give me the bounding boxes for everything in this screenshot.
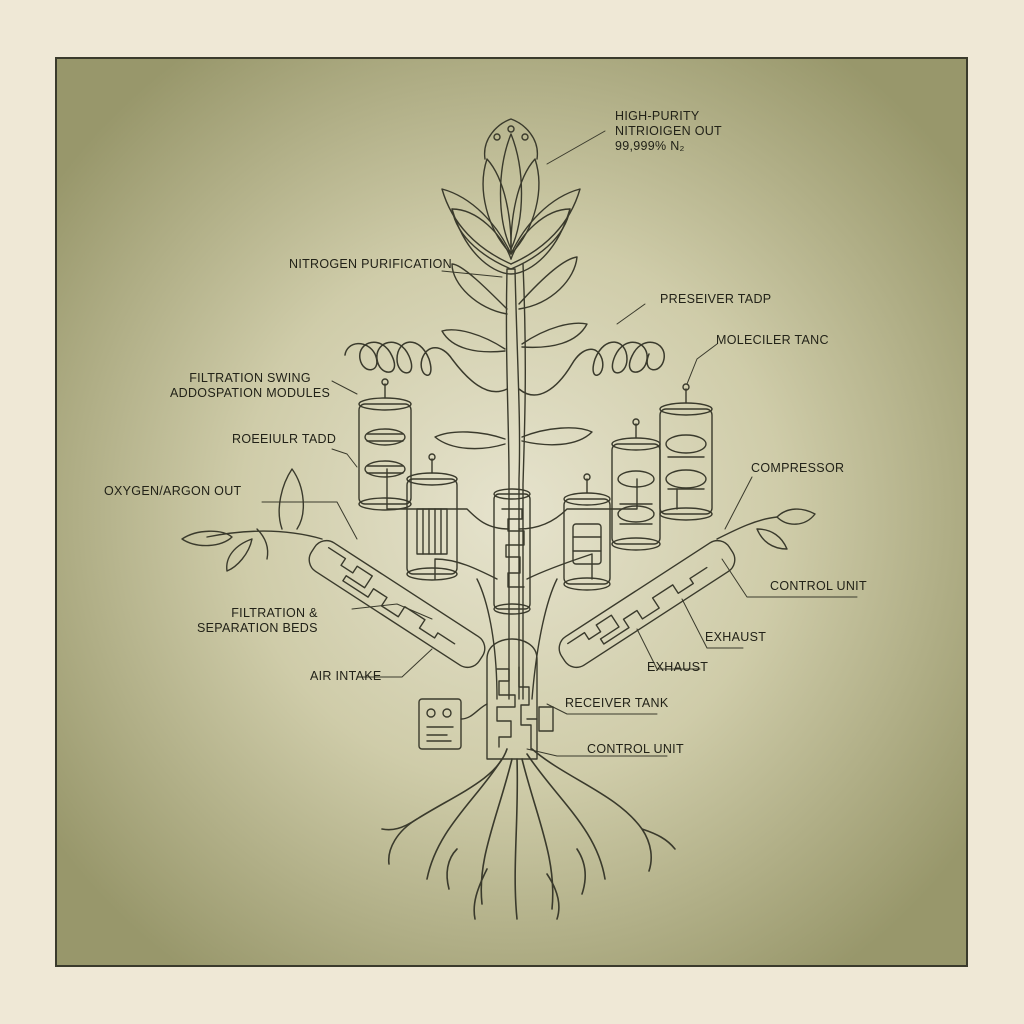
plant-machine-illustration (181, 118, 858, 920)
lotus-flower (441, 118, 581, 275)
vessel-mid-right (563, 473, 611, 591)
coils (344, 341, 665, 396)
vessel-center (493, 488, 531, 615)
receiver-core (418, 638, 554, 760)
label-compressor: COMPRESSOR (751, 461, 845, 475)
label-nitrogen-purification: NITROGEN PURIFICATION (289, 257, 453, 271)
label-filtration-swing: FILTRATION SWING ADDOSPATION MODULES (170, 371, 331, 400)
label-control-unit-right: CONTROL UNIT (770, 579, 867, 593)
label-roeeiulr-tadd: ROEEIULR TADD (232, 432, 337, 446)
leader-lines (261, 130, 858, 757)
label-exhaust-upper: EXHAUST (705, 630, 767, 644)
side-leaves (181, 468, 816, 572)
diagram-frame: HIGH-PURITY NITRIOIGEN OUT 99,999% N₂ NI… (55, 57, 968, 967)
vessel-far-right (659, 383, 713, 521)
vessel-right (611, 418, 661, 551)
trunk (476, 263, 558, 700)
branches (386, 468, 678, 580)
vessel-upper-left (358, 378, 412, 511)
roots (381, 748, 676, 920)
label-control-unit-bottom: CONTROL UNIT (587, 742, 684, 756)
pipe-left (308, 539, 486, 669)
label-moleciler-tanc: MOLECILER TANC (716, 333, 829, 347)
label-preseiver-tadp: PRESEIVER TADP (660, 292, 772, 306)
label-oxygen-argon-out: OXYGEN/ARGON OUT (104, 484, 242, 498)
label-filtration-separation-beds: FILTRATION & SEPARATION BEDS (197, 606, 318, 635)
vessel-mid-left (406, 453, 458, 581)
label-exhaust-lower: EXHAUST (647, 660, 709, 674)
pipe-right (558, 539, 736, 669)
stem-leaves (434, 256, 593, 450)
label-receiver-tank: RECEIVER TANK (565, 696, 669, 710)
label-air-intake: AIR INTAKE (310, 669, 382, 683)
label-high-purity-nitrogen-out: HIGH-PURITY NITRIOIGEN OUT 99,999% N₂ (615, 109, 722, 153)
